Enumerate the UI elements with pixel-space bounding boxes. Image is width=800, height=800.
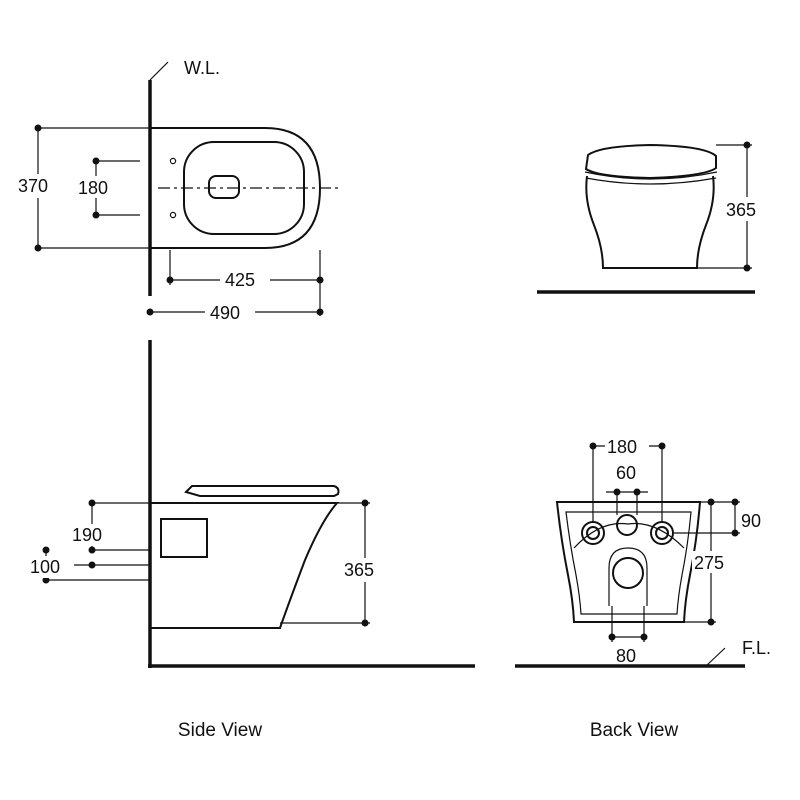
dim-dot (42, 546, 50, 554)
dim-label-bg (205, 300, 255, 324)
side-view-caption: Side View (178, 720, 262, 741)
dim-dot (589, 442, 597, 450)
dim-dot (88, 561, 96, 569)
dim-370: 370 (18, 176, 48, 196)
dim-dot (707, 498, 715, 506)
seat-rim-2 (585, 177, 717, 185)
bolt-hole-right-inner (655, 526, 669, 540)
dim-dot (707, 618, 715, 626)
dim-label-bg (28, 556, 74, 578)
dim-dot (316, 308, 324, 316)
seat-rim-1 (584, 171, 718, 180)
dim-90: 90 (741, 511, 761, 531)
mounting-hole-lower (169, 211, 177, 219)
dim-490: 490 (210, 303, 240, 323)
dim-dot (640, 633, 648, 641)
dim-dot (92, 211, 100, 219)
flush-hole (208, 175, 240, 199)
side-seat (184, 485, 340, 497)
dim-180-top: 180 (78, 178, 108, 198)
dim-dot (658, 442, 666, 450)
dim-dot (316, 276, 324, 284)
dim-label-bg (220, 268, 270, 290)
dim-425: 425 (225, 270, 255, 290)
dim-label-bg (74, 176, 120, 198)
front-view: 365 (537, 141, 772, 294)
dim-dot (146, 308, 154, 316)
dim-80: 80 (616, 646, 636, 666)
dim-dot (743, 141, 751, 149)
dim-label-bg (722, 197, 772, 221)
side-inlet-box (160, 518, 208, 558)
bowl-body-front (585, 175, 715, 269)
outlet-hole (612, 557, 644, 589)
dim-190: 190 (72, 525, 102, 545)
dim-label-bg (4, 174, 62, 198)
dim-60: 60 (616, 463, 636, 483)
dim-dot (92, 157, 100, 165)
dim-365-front: 365 (726, 200, 756, 220)
back-view-caption: Back View (590, 720, 679, 741)
side-bowl-body (150, 502, 340, 629)
bolt-hole-left (581, 521, 605, 545)
dim-dot (34, 124, 42, 132)
dim-100: 100 (30, 557, 60, 577)
dim-275: 275 (694, 553, 724, 573)
dim-dot (361, 499, 369, 507)
dim-dot (613, 488, 621, 496)
bolt-hole-left-inner (586, 526, 600, 540)
dim-label-bg (692, 551, 740, 573)
top-view: W.L. 370 180 425 (4, 58, 342, 324)
seat-lid (584, 143, 717, 180)
dim-dot (731, 529, 739, 537)
dim-label-bg (70, 524, 116, 546)
mounting-hole-upper (169, 157, 177, 165)
dim-dot (743, 264, 751, 272)
bolt-hole-right (650, 521, 674, 545)
dim-dot (608, 633, 616, 641)
dim-180-back: 180 (607, 437, 637, 457)
floor-line-label: F.L. (742, 638, 771, 658)
floor-line-leader (705, 647, 726, 667)
dim-dot (361, 619, 369, 627)
back-view: F.L. 180 60 (515, 435, 771, 741)
back-outlet-channel (608, 547, 648, 606)
back-body-inner (565, 511, 692, 615)
dim-dot (42, 576, 50, 584)
wall-line-leader (149, 61, 169, 81)
dim-dot (731, 498, 739, 506)
dim-dot (34, 244, 42, 252)
wall-line-label: W.L. (184, 58, 220, 78)
dim-dot (88, 546, 96, 554)
dim-label-bg (605, 435, 649, 457)
back-body-outer (555, 501, 702, 623)
dim-label-bg (340, 558, 390, 582)
inlet-hole (616, 514, 638, 536)
dim-365-side: 365 (344, 560, 374, 580)
side-view: 190 100 365 Side View (28, 340, 475, 741)
dim-dot (88, 499, 96, 507)
dim-dot (633, 488, 641, 496)
dim-dot (166, 276, 174, 284)
